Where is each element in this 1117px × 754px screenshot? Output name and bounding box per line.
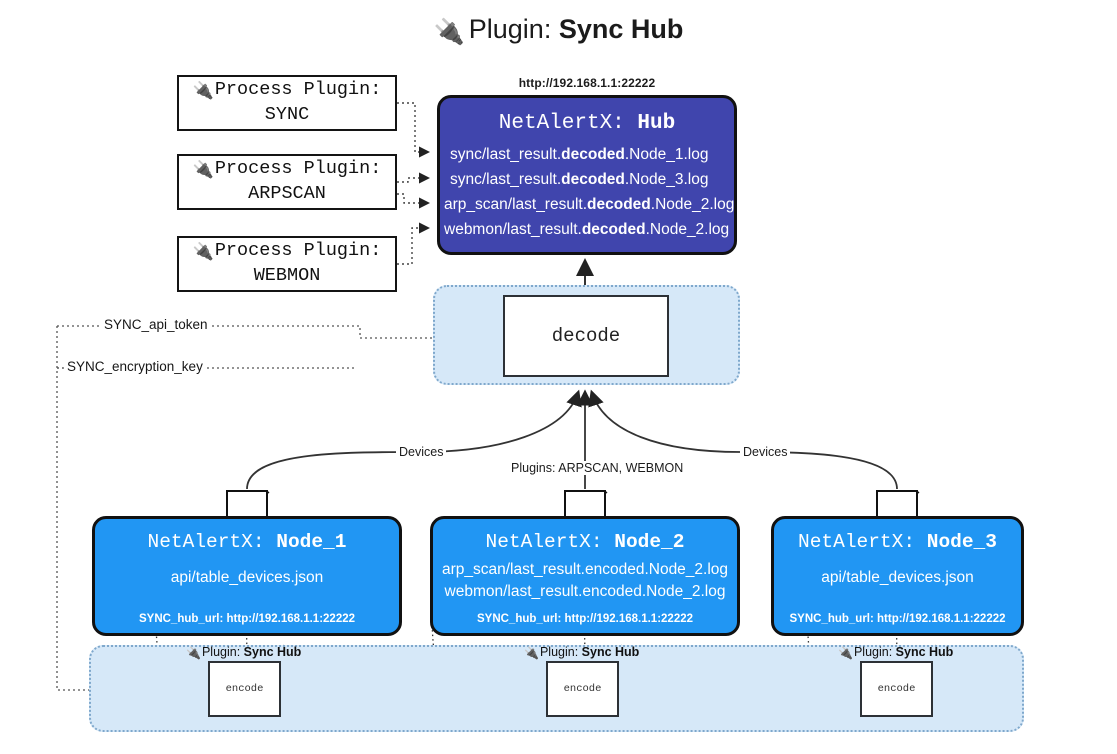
wire-sync-to-hublog1 [397,102,431,158]
edge-label-devices-right: Devices [740,445,791,459]
page-title: 🔌Plugin: Sync Hub [0,14,1117,47]
encoder-3-label: 🔌Plugin: Sync Hub [838,645,954,660]
process-plugin-sync-line2: SYNC [264,104,310,125]
sync-encryption-key-label: SYNC_encryption_key [64,359,206,374]
plug-icon: 🔌 [186,646,201,660]
hub-log-3: arp_scan/last_result.decoded.Node_2.log [444,196,735,213]
hub-log-4: webmon/last_result.decoded.Node_2.log [444,221,730,238]
plug-icon: 🔌 [433,18,465,46]
hub-title-prefix: NetAlertX: [498,112,625,135]
hub-title-name: Hub [637,112,676,135]
envelope-icon [564,490,606,521]
process-plugin-arpscan-line2: ARPSCAN [248,183,326,204]
hub-log-2: sync/last_result.decoded.Node_3.log [450,171,709,188]
process-plugin-webmon[interactable]: 🔌Process Plugin: WEBMON [177,236,397,292]
encode-box-1[interactable]: encode [208,661,281,717]
decode-box[interactable]: decode [503,295,669,377]
sync-api-token-label: SYNC_api_token [101,317,211,332]
plug-icon: 🔌 [192,160,214,181]
process-plugin-webmon-line2: WEBMON [253,265,321,286]
plug-icon: 🔌 [838,646,853,660]
hub-log-1: sync/last_result.decoded.Node_1.log [450,146,709,163]
encoder-1-label: 🔌Plugin: Sync Hub [186,645,302,660]
node-card-node-1[interactable]: NetAlertX: Node_1 api/table_devices.json… [92,516,402,636]
node-1-title: NetAlertX: Node_1 [147,531,347,553]
plug-icon: 🔌 [192,242,214,263]
wire-arpscan-to-hublog3 [397,193,431,209]
node-2-title: NetAlertX: Node_2 [485,531,685,553]
node-2-line-1: arp_scan/last_result.encoded.Node_2.log [441,561,729,578]
node-card-node-3[interactable]: NetAlertX: Node_3 api/table_devices.json… [771,516,1024,636]
wire-tokens-to-bottomband [56,326,132,696]
wire-arpscan-to-hublog2 [397,172,431,184]
node-3-footer: SYNC_hub_url: http://192.168.1.1:22222 [789,613,1006,625]
edge-label-devices-left: Devices [396,445,447,459]
process-plugin-webmon-line1: Process Plugin: [214,240,382,262]
process-plugin-arpscan-line1: Process Plugin: [214,158,382,180]
process-plugin-sync-line1: Process Plugin: [214,79,382,101]
plug-icon: 🔌 [524,646,539,660]
node-2-line-2: webmon/last_result.encoded.Node_2.log [444,583,726,600]
process-plugin-arpscan[interactable]: 🔌Process Plugin: ARPSCAN [177,154,397,210]
encode-box-3[interactable]: encode [860,661,933,717]
node-1-line-1: api/table_devices.json [170,569,324,586]
wire-webmon-to-hublog4 [397,222,431,265]
hub-node[interactable]: NetAlertX: Hub sync/last_result.decoded.… [437,95,737,255]
page-title-prefix: Plugin: [468,14,552,44]
node-3-line-1: api/table_devices.json [821,569,974,586]
node-card-node-2[interactable]: NetAlertX: Node_2 arp_scan/last_result.e… [430,516,740,636]
process-plugin-sync[interactable]: 🔌Process Plugin: SYNC [177,75,397,131]
hub-url: http://192.168.1.1:22222 [518,76,656,90]
plug-icon: 🔌 [192,81,214,102]
hub-title: NetAlertX: Hub [440,112,734,135]
node-1-footer: SYNC_hub_url: http://192.168.1.1:22222 [138,613,356,625]
edge-label-plugins-center: Plugins: ARPSCAN, WEBMON [508,461,687,475]
node-2-footer: SYNC_hub_url: http://192.168.1.1:22222 [476,613,694,625]
node-3-title: NetAlertX: Node_3 [798,531,997,553]
page-title-name: Sync Hub [558,14,684,44]
encode-box-2[interactable]: encode [546,661,619,717]
encoder-2-label: 🔌Plugin: Sync Hub [524,645,640,660]
